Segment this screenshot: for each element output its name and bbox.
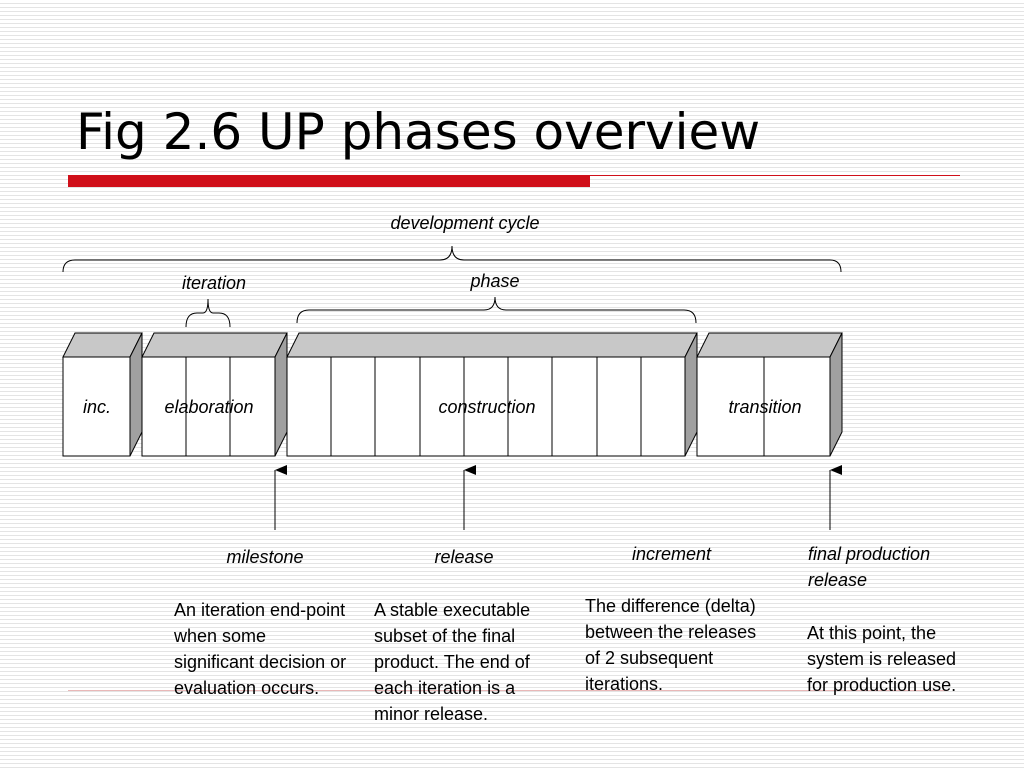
page-title: Fig 2.6 UP phases overview [76, 103, 761, 161]
phase-label: phase [470, 271, 520, 291]
release-description: A stable executable subset of the final … [374, 600, 531, 724]
elaboration-label: elaboration [164, 397, 254, 417]
development-cycle-label: development cycle [390, 213, 540, 233]
transition-label: transition [728, 397, 802, 417]
footer-rule [68, 690, 948, 691]
construction-label: construction [438, 397, 536, 417]
milestone-label: milestone [226, 547, 304, 567]
final-production-label-line1: final production [808, 544, 931, 564]
iteration-brace [185, 298, 231, 328]
increment-label: increment [632, 544, 712, 564]
elaboration-box [141, 332, 288, 457]
inception-box [62, 332, 143, 457]
phase-brace [296, 296, 697, 324]
title-underline-bar [68, 175, 590, 187]
release-label: release [434, 547, 494, 567]
milestone-description: An iteration end-point when some signifi… [174, 600, 347, 698]
construction-box [286, 332, 698, 457]
final-production-description: At this point, the system is released fo… [807, 623, 957, 695]
inception-label: inc. [82, 397, 112, 417]
increment-description: The difference (delta) between the relea… [585, 596, 757, 694]
iteration-label: iteration [181, 273, 247, 293]
transition-box [696, 332, 843, 457]
title-underline-rule [590, 175, 960, 176]
final-production-label-line2: release [808, 570, 868, 590]
development-cycle-brace [62, 245, 842, 273]
